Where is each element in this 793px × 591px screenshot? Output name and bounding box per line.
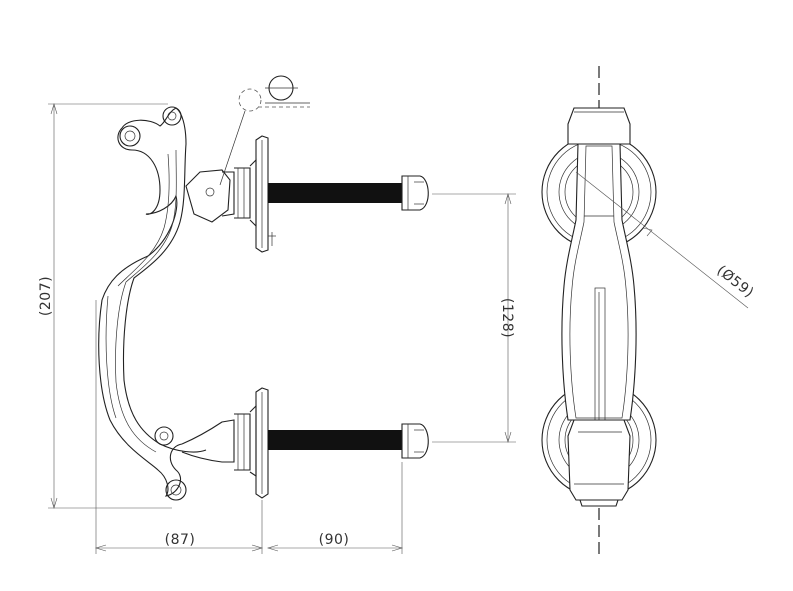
dimension-bolt-length: (90)	[266, 462, 404, 554]
dimension-label-128: (128)	[499, 298, 515, 338]
dimension-label-207: (207)	[38, 276, 54, 316]
dimension-label-90: (90)	[319, 532, 350, 548]
lower-rose-plate	[249, 387, 269, 499]
dimension-label-87: (87)	[165, 532, 196, 548]
dimension-center-distance: (128)	[432, 192, 516, 444]
front-view: (Ø59)	[541, 66, 757, 556]
handle-grip	[98, 106, 207, 501]
upper-bolt	[268, 175, 429, 211]
grip-front	[561, 107, 637, 507]
dimension-overall-height: (207)	[38, 102, 172, 510]
upper-joint	[185, 167, 251, 223]
projection-symbol-icon	[219, 75, 310, 186]
lower-bolt	[268, 423, 429, 459]
dimension-label-diameter: (Ø59)	[714, 263, 757, 302]
upper-rose-plate	[249, 135, 276, 253]
dimension-grip-projection: (87)	[94, 300, 264, 554]
side-view: (207) (87) (90) (128)	[38, 75, 516, 554]
lower-joint	[181, 413, 251, 471]
